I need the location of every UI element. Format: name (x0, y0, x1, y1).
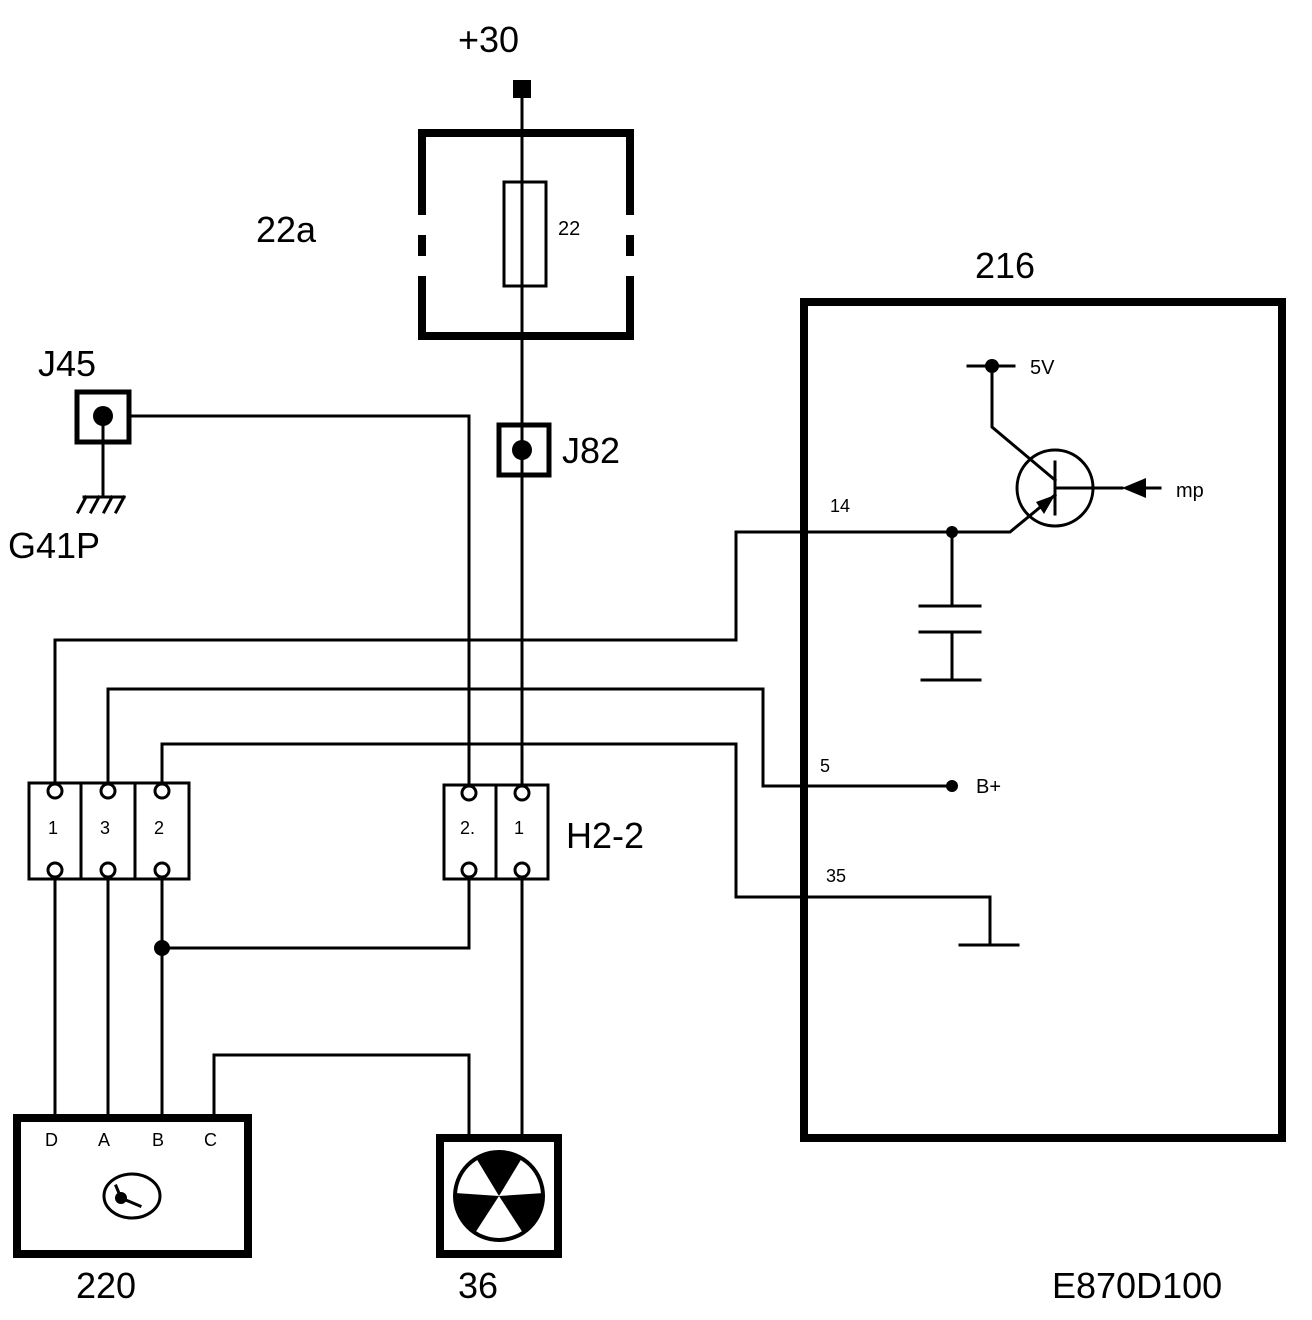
sensor-pin-c: C (204, 1130, 217, 1150)
h22-label: H2-2 (566, 815, 644, 856)
sensor-pin-a: A (98, 1130, 110, 1150)
wire-c (212, 1053, 471, 1140)
bplus-node (946, 780, 958, 792)
ground-wire (127, 414, 471, 792)
j82-dot (512, 440, 532, 460)
j82-label: J82 (562, 430, 620, 471)
ecu-box (800, 298, 1286, 1142)
pin14-label: 14 (830, 496, 850, 516)
sensor-box (13, 1114, 252, 1258)
wire-b-link (160, 875, 471, 950)
supply-terminal (513, 80, 531, 98)
fuse-label: 22 (558, 218, 580, 240)
b-junction (154, 940, 170, 956)
mp-arrow (1122, 478, 1146, 498)
supply-label: +30 (458, 19, 519, 60)
mp-label: mp (1176, 480, 1204, 502)
reference-code: E870D100 (1052, 1265, 1222, 1306)
h22-pin-2: 2. (460, 818, 475, 838)
v5-label: 5V (1030, 357, 1055, 379)
connector-h22 (442, 783, 550, 881)
conn-a-pin-3: 3 (100, 818, 110, 838)
h22-pin-1: 1 (514, 818, 524, 838)
wire-pin35 (160, 742, 992, 947)
g41p-label: G41P (8, 525, 100, 566)
fuse-block (418, 129, 634, 340)
pin35-label: 35 (826, 866, 846, 886)
wire-pin14 (53, 530, 954, 792)
sensor-pin-d: D (45, 1130, 58, 1150)
ground-symbol (75, 494, 127, 515)
wire-pin5 (106, 687, 954, 792)
fuse (502, 180, 548, 288)
connector-a (27, 781, 191, 881)
collector-lead (990, 364, 1058, 483)
pin5-label: 5 (820, 756, 830, 776)
fuse-block-label: 22a (256, 209, 317, 250)
ecu-label: 216 (975, 245, 1035, 286)
bplus-label: B+ (976, 776, 1001, 798)
conn-a-pin-1: 1 (48, 818, 58, 838)
sensor-icon (102, 1172, 162, 1220)
conn-a-pin-2: 2 (154, 818, 164, 838)
sensor-label: 220 (76, 1265, 136, 1306)
j45-label: J45 (38, 343, 96, 384)
fan-label: 36 (458, 1265, 498, 1306)
emitter-lead (950, 492, 1058, 534)
fan-icon (453, 1150, 545, 1242)
sensor-pin-b: B (152, 1130, 164, 1150)
